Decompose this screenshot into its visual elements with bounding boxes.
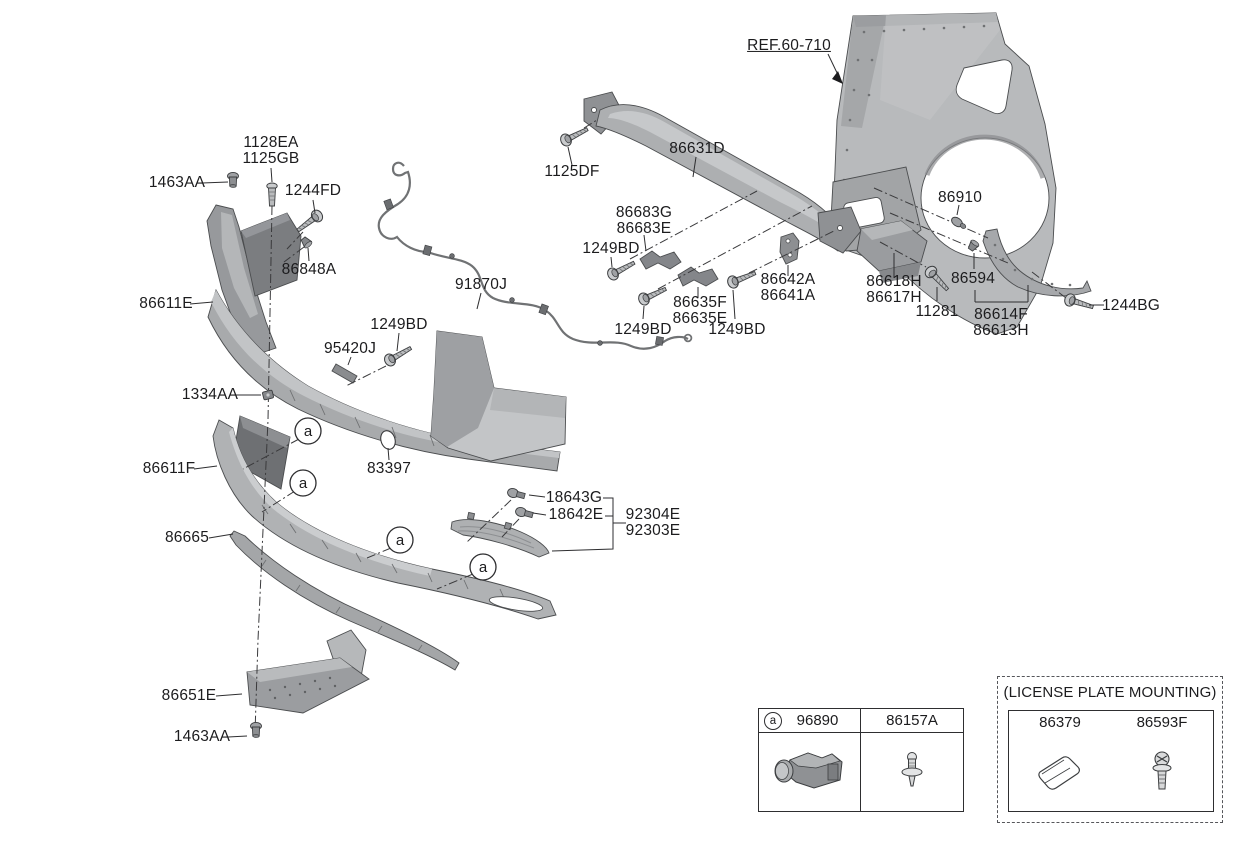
part-label-86683g-86683e: 86683G 86683E xyxy=(615,203,673,237)
skid-plate-drawing xyxy=(246,629,370,714)
screw-1249bd-bl-icon xyxy=(636,282,669,308)
callout-marker-a4: a xyxy=(469,553,497,581)
rear-bumper-upper-drawing xyxy=(206,204,567,472)
part-label-86631d: 86631D xyxy=(669,139,725,157)
table-header-96890-text: 96890 xyxy=(796,712,839,729)
clip-86848a-icon xyxy=(299,235,314,250)
callout-a-marker: a xyxy=(764,712,782,730)
part-label-86665: 86665 xyxy=(164,528,210,546)
screw-1249bd-mid-icon xyxy=(381,342,415,369)
part-label-1463aa-top: 1463AA xyxy=(148,173,206,191)
mounting-screw-icon xyxy=(1152,750,1172,789)
ref-arrowhead xyxy=(832,71,843,84)
part-label-1125df: 1125DF xyxy=(544,162,600,180)
table-header-86157a: 86157A xyxy=(861,709,963,733)
construction-lines xyxy=(242,119,1067,734)
bulb-socket-18643g xyxy=(506,486,527,501)
parking-sensor-icon xyxy=(774,752,843,789)
part-label-86611e: 86611E xyxy=(139,294,193,312)
license-plate-table: 86379 86593F xyxy=(1008,710,1214,812)
part-label-11281: 11281 xyxy=(915,302,959,320)
hatch-ticks xyxy=(261,559,423,652)
part-label-86651e: 86651E xyxy=(161,686,217,704)
bumper-molding-strip-drawing xyxy=(229,530,460,671)
screw-1249bd-left-icon xyxy=(604,256,638,283)
sensor-clip-table: a 96890 86157A xyxy=(758,708,964,812)
bracket-86683-drawing xyxy=(639,250,682,270)
table-header-86157a-text: 86157A xyxy=(886,712,938,729)
table-cell-clip xyxy=(861,733,963,811)
part-label-1249bd-bl: 1249BD xyxy=(614,320,672,338)
part-label-83397: 83397 xyxy=(366,459,412,477)
table-cell-sensor xyxy=(759,733,861,811)
table-header-86379-text: 86379 xyxy=(1039,714,1081,731)
table-header-86593f: 86593F xyxy=(1111,711,1213,734)
callout-marker-a3: a xyxy=(386,526,414,554)
pushpin-86910-icon xyxy=(951,216,967,229)
hatch-ticks xyxy=(289,389,510,458)
rear-bumper-lower-drawing xyxy=(212,415,557,620)
part-label-1249bd-br: 1249BD xyxy=(708,320,766,338)
svg-text:a: a xyxy=(396,532,405,549)
rubber-pad-icon xyxy=(1038,755,1080,790)
part-label-1334aa: 1334AA xyxy=(181,385,239,403)
part-label-95420j: 95420J xyxy=(323,339,377,357)
table-cell-screw xyxy=(1111,734,1213,811)
pad-95420j-drawing xyxy=(331,363,358,384)
wiring-harness-drawing xyxy=(377,161,693,350)
part-label-1128ea-1125gb: 1128EA 1125GB xyxy=(242,133,300,167)
part-label-86618h-86617h: 86618H 86617H xyxy=(866,272,922,306)
rivet-dots xyxy=(842,24,986,182)
part-label-1244bg: 1244BG xyxy=(1101,296,1161,314)
screw-1244bg-icon xyxy=(1062,292,1096,314)
svg-text:a: a xyxy=(299,475,308,492)
callout-markers: a a a a xyxy=(289,417,497,581)
impact-beam-drawing xyxy=(583,91,862,254)
hole-83397-drawing xyxy=(380,430,396,450)
bolt-1128ea-icon xyxy=(266,182,278,207)
side-bracket-86614-drawing xyxy=(982,228,1092,297)
part-label-1463aa-bottom: 1463AA xyxy=(173,727,231,745)
license-plate-mounting-box: (LICENSE PLATE MOUNTING) 86379 86593F xyxy=(997,676,1223,823)
part-label-86848a: 86848A xyxy=(281,260,337,278)
leader-lines xyxy=(189,53,1104,738)
grommet-1463aa-top-icon xyxy=(227,171,239,188)
callout-marker-a2: a xyxy=(289,469,317,497)
part-label-1249bd-mid: 1249BD xyxy=(370,315,428,333)
bulb-socket-18642e xyxy=(514,505,535,520)
part-label-86910: 86910 xyxy=(937,188,983,206)
part-label-86635f-86635e: 86635F 86635E xyxy=(672,293,728,327)
table-cell-pad xyxy=(1009,734,1111,811)
screw-1244fd-icon xyxy=(293,207,326,236)
svg-text:a: a xyxy=(479,559,488,576)
part-label-1249bd-left: 1249BD xyxy=(582,239,640,257)
skid-plate-dots xyxy=(268,676,337,700)
push-clip-icon xyxy=(901,752,923,787)
part-label-18643g: 18643G xyxy=(545,488,603,506)
table-header-96890: a 96890 xyxy=(759,709,861,733)
part-label-86594: 86594 xyxy=(950,269,996,287)
license-plate-mounting-title: (LICENSE PLATE MOUNTING) xyxy=(1003,684,1217,701)
part-label-86611f: 86611F xyxy=(142,459,196,477)
bracket-86642-drawing xyxy=(779,232,800,265)
part-label-91870j: 91870J xyxy=(454,275,508,293)
part-label-92304e-92303e: 92304E 92303E xyxy=(625,505,681,539)
clip-1334aa-icon xyxy=(262,389,274,401)
bracket-86635-drawing xyxy=(677,266,719,287)
reflector-lamp-drawing xyxy=(450,486,550,558)
part-label-86642a-86641a: 86642A 86641A xyxy=(760,270,816,304)
harness-connectors xyxy=(383,198,693,346)
ref-60-710-link[interactable]: REF.60-710 xyxy=(747,36,831,54)
table-header-86379: 86379 xyxy=(1009,711,1111,734)
callout-marker-a1: a xyxy=(294,417,322,445)
part-label-18642e: 18642E xyxy=(548,505,604,523)
table-header-86593f-text: 86593F xyxy=(1136,714,1188,731)
svg-text:a: a xyxy=(304,423,313,440)
panel-86618-drawing xyxy=(856,220,928,283)
grommet-1463aa-bottom-icon xyxy=(250,721,262,738)
fasteners xyxy=(227,123,1096,738)
part-label-1244fd: 1244FD xyxy=(284,181,342,199)
part-label-86614f-86613h: 86614F 86613H xyxy=(973,305,1029,339)
